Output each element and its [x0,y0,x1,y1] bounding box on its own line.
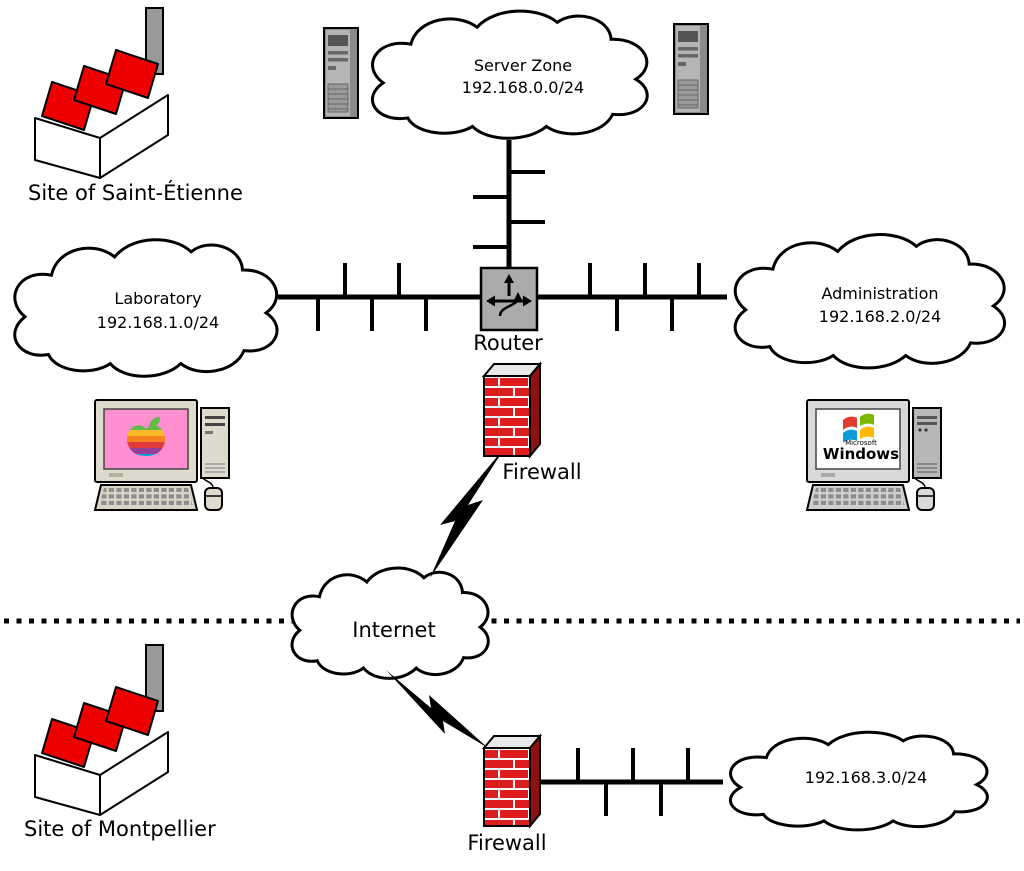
router-icon [479,266,539,332]
lightning-link-icon [386,670,488,748]
windows-tower [912,407,942,479]
internet-label: Internet [352,618,436,642]
mac-monitor-button [109,473,123,477]
macintosh-computer-icon [93,399,230,511]
laboratory-name: Laboratory [114,289,202,308]
windows-brand: Windows [822,445,900,463]
firewall-montpellier-label: Firewall [467,831,547,855]
server-zone-bus [473,140,545,272]
firewall-icon [481,733,543,829]
windows-screen [815,408,901,470]
laboratory-subnet: 192.168.1.0/24 [96,313,220,332]
administration-subnet: 192.168.2.0/24 [818,307,942,326]
montpellier-bus [540,748,723,816]
server-tower-icon [323,27,359,119]
factory-icon [34,7,169,179]
mac-screen [103,408,189,470]
lightning-link-icon [430,446,506,578]
mac-tower [200,407,230,479]
mac-mouse [202,477,223,511]
windows-computer-icon [805,399,942,511]
site-montpellier-label: Site of Montpellier [24,817,216,841]
mac-keyboard-keys [99,488,193,507]
firewall-main-label: Firewall [502,460,582,484]
montpellier-lan-subnet: 192.168.3.0/24 [804,768,928,787]
windows-monitor-button [821,473,835,477]
administration-name: Administration [821,284,939,303]
windows-mouse [914,477,935,511]
server-tower-icon [673,23,709,115]
windows-keyboard-keys [811,488,905,507]
firewall-icon [481,361,543,459]
factory-icon [34,644,169,816]
windows-brand-small: Microsoft [845,439,877,447]
windows-flag-icon [843,413,874,443]
server-zone-subnet: 192.168.0.0/24 [461,78,585,97]
router-label: Router [473,331,543,355]
site-saint-etienne-label: Site of Saint-Étienne [28,181,243,205]
server-zone-name: Server Zone [473,56,573,75]
